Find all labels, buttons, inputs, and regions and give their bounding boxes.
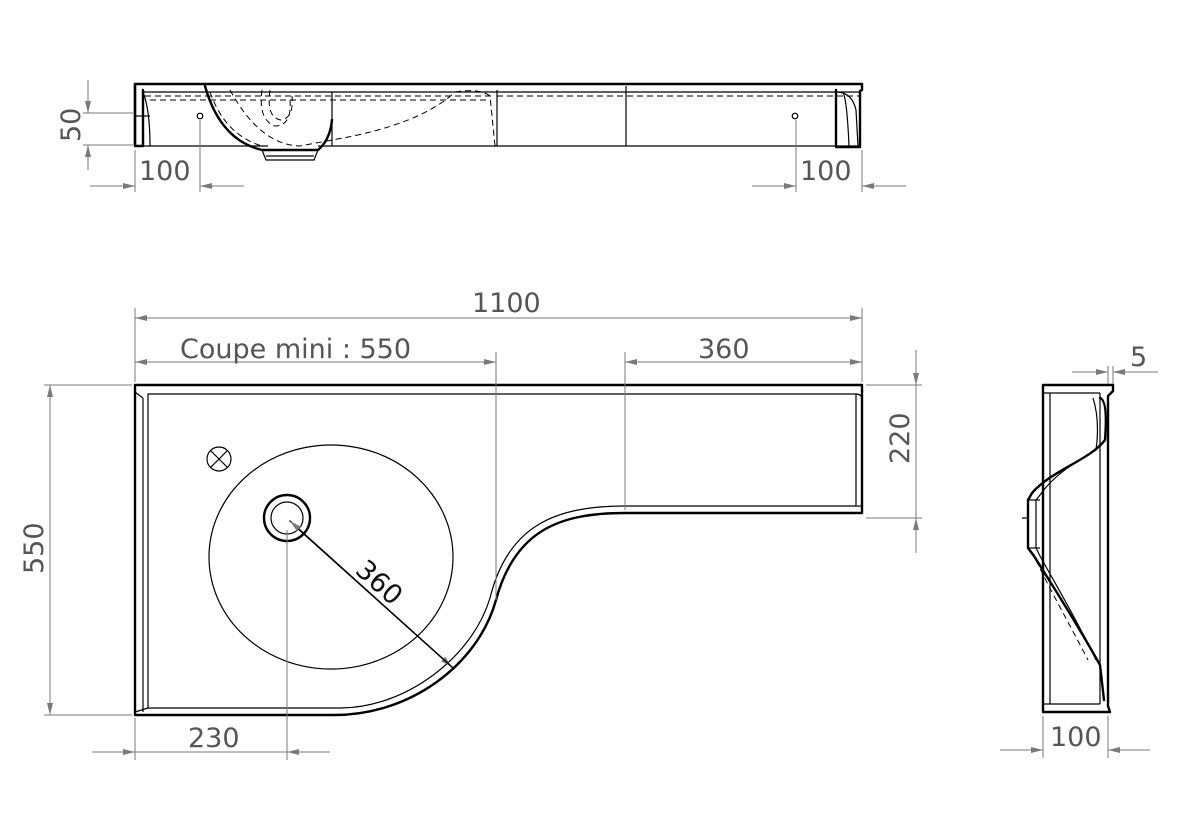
- dim-overall-depth-label: 550: [19, 522, 50, 574]
- top-view-outline: [133, 383, 864, 717]
- basin-bowl: [208, 444, 454, 670]
- dim-right-hole-label: 100: [800, 156, 852, 187]
- dim-shelf-depth-label: 220: [885, 412, 916, 464]
- dim-shelf-length-label: 360: [698, 334, 750, 365]
- dim-drain-offset-label: 230: [188, 723, 240, 754]
- front-view-outline: [133, 82, 864, 149]
- front-view: [133, 82, 864, 161]
- tap-hole: [206, 446, 232, 472]
- top-view-dimensions: 1100 Coupe mini : 550 360 550 220 360: [19, 288, 922, 760]
- front-view-dimensions: 50 100 100: [56, 80, 906, 192]
- dim-overall-width-label: 1100: [472, 288, 541, 319]
- side-view-outline: [1041, 383, 1115, 714]
- dim-side-depth-label: 100: [1050, 722, 1102, 753]
- dim-basin-diameter-label: 360: [349, 554, 408, 612]
- dim-thickness-label: 50: [56, 108, 87, 142]
- side-view: [1022, 383, 1115, 714]
- side-view-dimensions: 5 100: [1000, 342, 1158, 758]
- dim-min-cut-label: Coupe mini : 550: [180, 334, 411, 365]
- dim-left-hole-label: 100: [139, 156, 191, 187]
- top-view: [133, 383, 864, 717]
- dim-lip-label: 5: [1130, 342, 1147, 373]
